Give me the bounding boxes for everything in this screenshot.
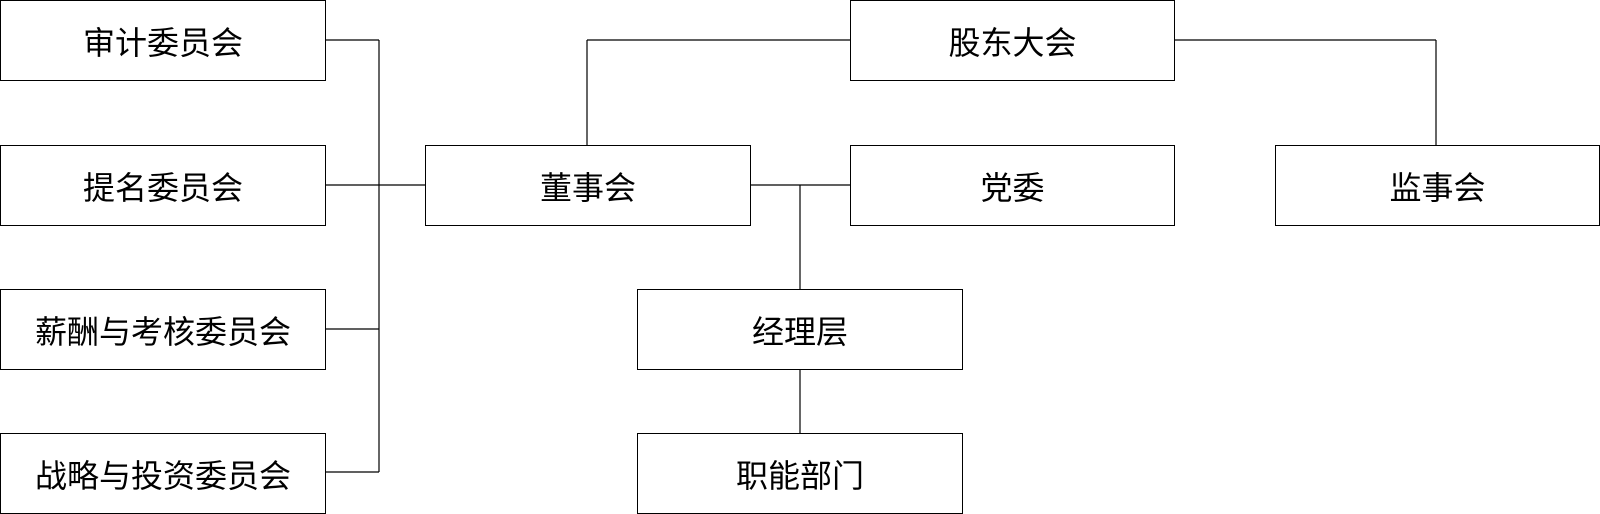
node-nomination-committee: 提名委员会 (0, 145, 326, 226)
node-departments: 职能部门 (637, 433, 963, 514)
node-compensation-committee: 薪酬与考核委员会 (0, 289, 326, 370)
node-management: 经理层 (637, 289, 963, 370)
node-strategy-committee: 战略与投资委员会 (0, 433, 326, 514)
node-board: 董事会 (425, 145, 751, 226)
node-audit-committee: 审计委员会 (0, 0, 326, 81)
node-supervisors: 监事会 (1275, 145, 1600, 226)
node-shareholders: 股东大会 (850, 0, 1175, 81)
node-party-committee: 党委 (850, 145, 1175, 226)
